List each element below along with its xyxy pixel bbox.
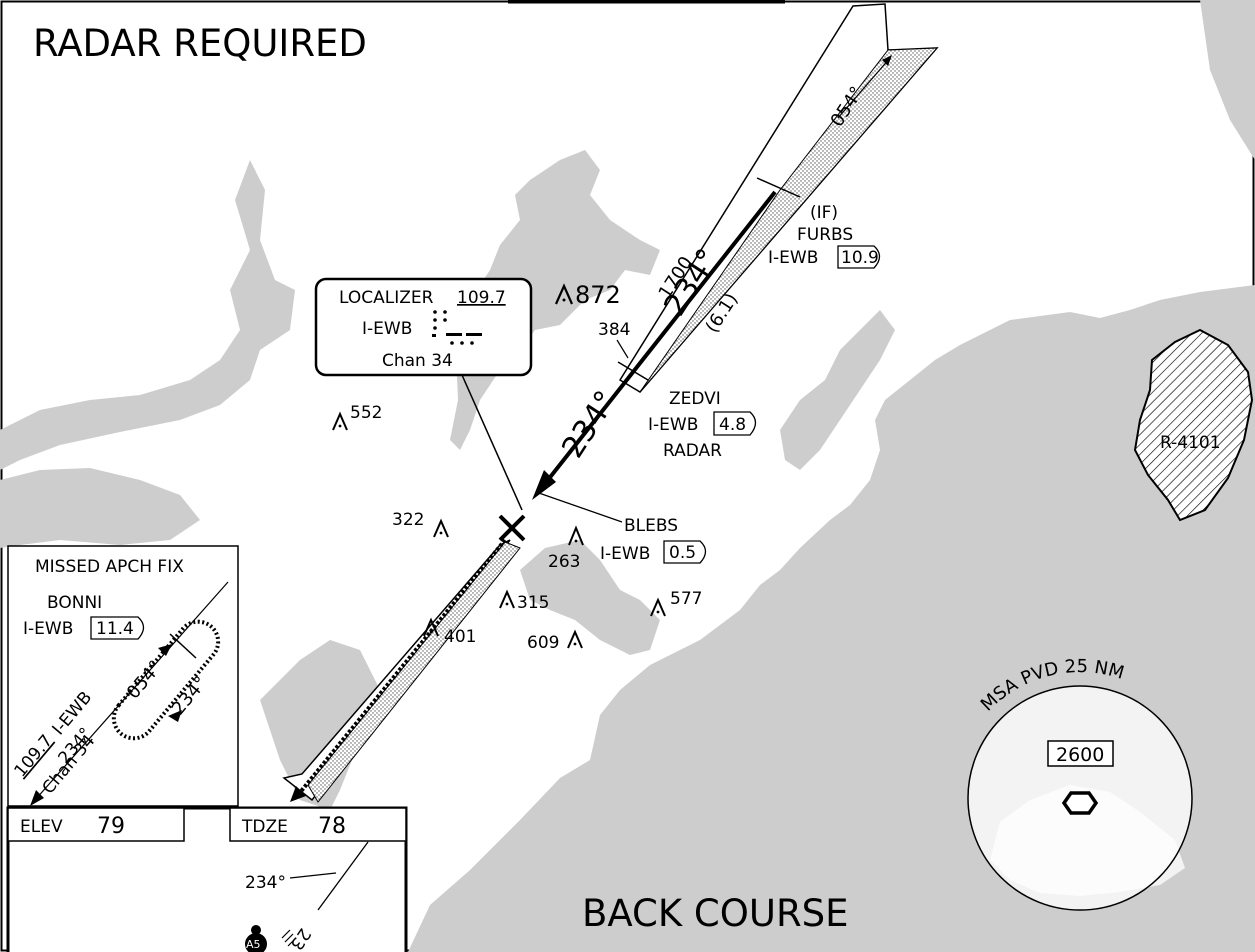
- elev-value: 79: [97, 814, 125, 839]
- runway-course-line: [317, 841, 369, 911]
- blebs-name: BLEBS: [624, 516, 678, 536]
- runway-course-pointer: [289, 872, 337, 879]
- sound-southwest: [0, 468, 200, 548]
- missed-approach-title: MISSED APCH FIX: [35, 557, 184, 577]
- inlet-east: [780, 310, 895, 470]
- zedvi-ident: I-EWB: [648, 415, 698, 435]
- tdze-value: 78: [318, 814, 346, 839]
- missed-approach-ident: I-EWB: [23, 619, 73, 639]
- fix-zedvi: ZEDVI I-EWB 4.8 RADAR: [648, 389, 757, 461]
- blebs-dme-box: [663, 540, 707, 564]
- elev-label: ELEV: [20, 817, 63, 837]
- msa-altitude-box: [1047, 740, 1114, 767]
- sw-arrowhead: [290, 786, 306, 802]
- outbound-arrowhead: [882, 55, 892, 66]
- msa-altitude: 2600: [1056, 744, 1104, 766]
- missed-approach-inset: MISSED APCH FIX BONNI I-EWB 11.4 054° 23…: [7, 545, 239, 807]
- obstacle-577: 577: [650, 589, 702, 617]
- localizer-ident: I-EWB: [362, 319, 412, 339]
- svg-text:872: 872: [575, 281, 621, 309]
- water-top-right: [1200, 0, 1255, 160]
- fix-furbs: (IF) FURBS I-EWB 10.9: [768, 203, 881, 269]
- obstacle-872: 872: [554, 281, 621, 309]
- missed-approach-frame: [7, 545, 239, 807]
- localizer-title: LOCALIZER: [339, 288, 434, 308]
- svg-text:A5: A5: [246, 938, 261, 951]
- holding-pattern: [111, 619, 221, 741]
- furbs-name: FURBS: [797, 225, 853, 245]
- zedvi-name: ZEDVI: [669, 389, 721, 409]
- tdze-box: [229, 807, 407, 842]
- furbs-dme: 10.9: [841, 248, 879, 268]
- channel-southwest: [260, 640, 380, 810]
- fix-blebs: BLEBS I-EWB 0.5: [535, 491, 707, 564]
- obstacle-609: 609: [527, 629, 583, 653]
- river-north: [450, 150, 660, 450]
- missed-approach-fix-name: BONNI: [47, 593, 102, 613]
- holding-fix-tick: [169, 633, 197, 659]
- feather-ne-tick: [756, 177, 801, 198]
- obstacle-384: 384: [598, 320, 630, 359]
- restricted-area-r4101: [1133, 328, 1254, 522]
- localizer-antenna-mark: [498, 514, 526, 542]
- inbound-course-line: [538, 190, 777, 492]
- obstacle-552: 552: [332, 403, 382, 431]
- localizer-info-box: LOCALIZER 109.7 I-EWB Chan 34: [314, 277, 533, 511]
- svg-text:315: 315: [517, 593, 549, 613]
- restricted-area-label: R-4101: [1160, 433, 1221, 453]
- localizer-box-frame: [314, 277, 533, 377]
- holding-arrow-upper: [158, 644, 172, 656]
- missed-approach-arrow: [30, 790, 44, 806]
- svg-text:401: 401: [444, 627, 476, 647]
- localizer-sw-feather: [282, 538, 521, 803]
- zedvi-fix-tick: [617, 361, 649, 381]
- morse-code-icon: [432, 310, 482, 345]
- airport-inset: ELEV 79 TDZE 78 234° A5 23: [6, 806, 408, 952]
- obstacle-263: 263: [548, 525, 584, 572]
- obstacle-401: 401: [423, 617, 476, 647]
- furbs-dme-box: [837, 245, 881, 269]
- obstacle-315: 315: [499, 589, 549, 613]
- svg-text:552: 552: [350, 403, 382, 423]
- localizer-course-feather: [532, 3, 939, 500]
- svg-text:609: 609: [527, 633, 559, 653]
- runway-threshold-marks: [281, 929, 297, 947]
- elev-box: [7, 807, 185, 842]
- localizer-leader-line: [461, 374, 523, 511]
- svg-text:263: 263: [548, 552, 580, 572]
- furbs-ident: I-EWB: [768, 248, 818, 268]
- localizer-frequency: 109.7: [457, 288, 506, 308]
- missed-approach-dme: 11.4: [96, 619, 134, 639]
- blebs-dme: 0.5: [669, 543, 696, 563]
- radar-required-note: RADAR REQUIRED: [33, 22, 367, 65]
- outbound-course-arrow: [837, 57, 891, 119]
- blebs-leader-line: [535, 491, 623, 523]
- river-northwest: [0, 160, 295, 470]
- obstacles: 872 552 384 322 263 315 577 609: [332, 281, 702, 653]
- back-course-label: BACK COURSE: [582, 892, 849, 935]
- obstacle-322: 322: [392, 510, 449, 538]
- zedvi-dme: 4.8: [719, 415, 746, 435]
- feather-ne-stipple: [639, 47, 939, 393]
- svg-text:384: 384: [598, 320, 630, 340]
- holding-arrow-lower: [168, 710, 182, 722]
- vor-icon: [1061, 791, 1099, 815]
- zedvi-dme-box: [713, 411, 757, 436]
- furbs-type: (IF): [810, 203, 838, 223]
- localizer-channel: Chan 34: [382, 351, 453, 371]
- tdze-label: TDZE: [241, 817, 288, 837]
- missed-approach-dme-box: [90, 616, 145, 640]
- bay-left-shore: [520, 540, 660, 655]
- zedvi-note: RADAR: [663, 441, 722, 461]
- runway-course-label: 234°: [245, 873, 286, 893]
- svg-text:322: 322: [392, 510, 424, 530]
- blebs-ident: I-EWB: [600, 544, 650, 564]
- svg-text:577: 577: [670, 589, 702, 609]
- approach-light-icon: A5: [245, 925, 267, 952]
